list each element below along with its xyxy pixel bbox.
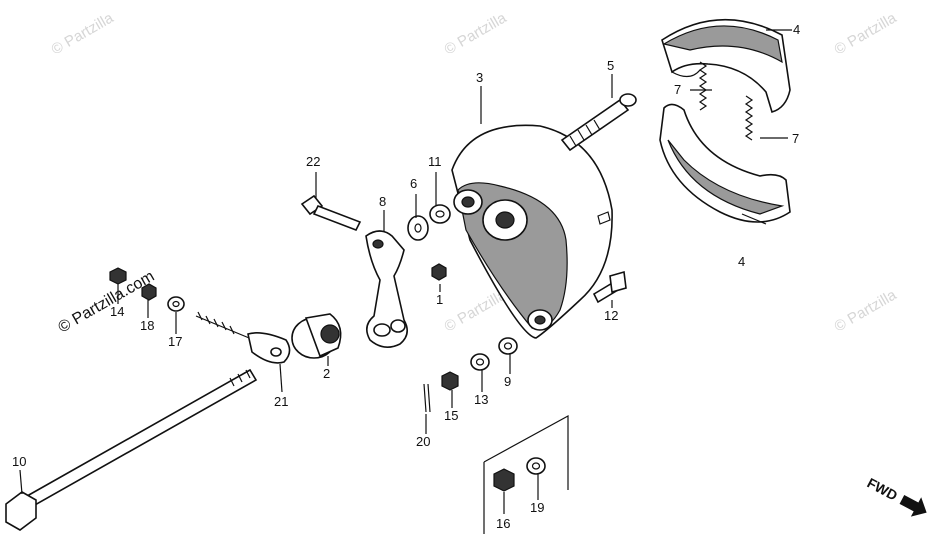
callout-13: 13 — [474, 392, 488, 407]
watermark-top-center: © Partzilla — [442, 9, 510, 58]
washer-11 — [429, 204, 451, 224]
callout-2: 2 — [323, 366, 330, 381]
watermark-top-right: © Partzilla — [832, 9, 900, 58]
washer-11-hole — [435, 210, 445, 218]
callout-8: 8 — [379, 194, 386, 209]
callout-5: 5 — [607, 58, 614, 73]
bolt-12 — [592, 270, 627, 304]
watermark-top-left: © Partzilla — [49, 9, 117, 58]
washer-9 — [498, 337, 518, 355]
washer-13 — [470, 353, 490, 371]
callout-21: 21 — [274, 394, 288, 409]
callout-15: 15 — [444, 408, 458, 423]
callout-9: 9 — [504, 374, 511, 389]
callout-12: 12 — [604, 308, 618, 323]
nut-1 — [431, 263, 447, 281]
callout-19: 19 — [530, 500, 544, 515]
callout-labels: 3 5 4 4 7 7 22 11 6 8 1 12 2 21 10 14 18… — [12, 22, 800, 531]
callout-4-lower: 4 — [738, 254, 745, 269]
brake-shoe-lower — [659, 103, 791, 223]
washer-6-hole — [414, 223, 422, 233]
callout-11: 11 — [428, 154, 442, 169]
fwd-label: FWD — [865, 475, 901, 504]
return-springs — [698, 61, 754, 141]
callout-7-lower: 7 — [792, 131, 799, 146]
brake-shoe-upper — [661, 18, 791, 113]
callout-18: 18 — [140, 318, 154, 333]
callout-7-upper: 7 — [674, 82, 681, 97]
callout-1: 1 — [436, 292, 443, 307]
callout-16: 16 — [496, 516, 510, 531]
part-18 — [141, 283, 157, 301]
collar-2 — [291, 313, 342, 359]
callout-3: 3 — [476, 70, 483, 85]
brake-panel — [451, 124, 613, 339]
nut-15 — [441, 371, 459, 391]
callout-17: 17 — [168, 334, 182, 349]
brake-cam-shaft — [560, 93, 637, 152]
washer-19-hole — [531, 462, 541, 470]
sub-assembly-bracket — [483, 414, 569, 534]
bolt-22 — [300, 194, 362, 232]
brake-arm — [365, 230, 408, 348]
callout-4-upper: 4 — [793, 22, 800, 37]
washer-13-hole — [475, 358, 485, 366]
washer-19 — [526, 457, 546, 475]
washer-6 — [407, 215, 429, 241]
cotter-pin-20 — [423, 383, 431, 413]
callout-10: 10 — [12, 454, 26, 469]
washer-9-hole — [503, 342, 513, 350]
leader-lines — [19, 29, 792, 514]
stopper-arm-21 — [195, 311, 291, 364]
callout-22: 22 — [306, 154, 320, 169]
rear-axle-10 — [5, 368, 258, 531]
forward-direction-indicator: FWD — [865, 475, 927, 517]
callout-14: 14 — [110, 304, 124, 319]
nut-16 — [493, 468, 515, 492]
washer-17 — [167, 296, 185, 312]
fwd-arrow-icon — [899, 495, 927, 517]
part-14 — [109, 267, 127, 285]
watermark-middle-right: © Partzilla — [832, 286, 900, 335]
callout-20: 20 — [416, 434, 430, 449]
washer-17-hole — [172, 300, 180, 308]
callout-6: 6 — [410, 176, 417, 191]
